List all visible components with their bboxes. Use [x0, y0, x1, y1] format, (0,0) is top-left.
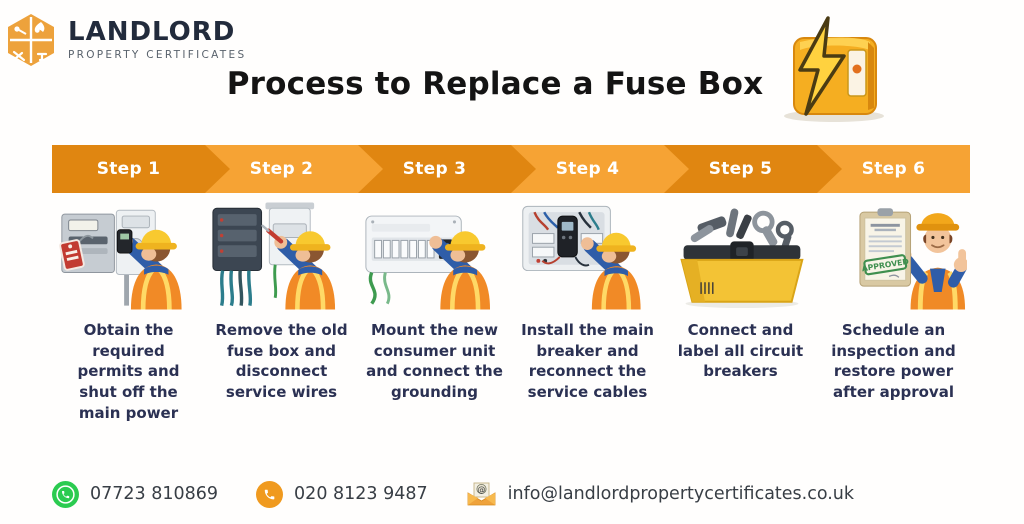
- step-3-column: Mount the new consumer unit and connect …: [358, 198, 511, 423]
- whatsapp-number[interactable]: 07723 810869: [90, 484, 219, 504]
- phone-icon: [256, 480, 284, 508]
- step-4-column: Install the main breaker and reconnect t…: [511, 198, 664, 423]
- contact-bar: 07723 810869 020 8123 9487 @ info@landlo…: [52, 479, 972, 509]
- email-icon: @: [467, 482, 496, 506]
- step-5-description: Connect and label all circuit breakers: [677, 321, 804, 381]
- step-5-label: Step 5: [708, 159, 773, 179]
- at-symbol: @: [477, 485, 485, 494]
- email-contact[interactable]: @ info@landlordpropertycertificates.co.u…: [466, 481, 854, 507]
- logo-text: LANDLORD PROPERTY CERTIFICATES: [68, 19, 246, 61]
- steps-banner: Step 1 Step 2 Step 3 Step 4 Step 5 Step …: [52, 145, 970, 193]
- step-5-illustration: [679, 208, 804, 309]
- steps-row: Obtain the required permits and shut off…: [52, 198, 970, 423]
- email-address[interactable]: info@landlordpropertycertificates.co.uk: [507, 484, 855, 504]
- banner-step-2: Step 2: [205, 145, 383, 193]
- logo-hexagon-icon: [8, 14, 54, 66]
- step-4-illustration: [521, 205, 661, 312]
- step-4-label: Step 4: [555, 159, 620, 179]
- banner-step-1: Step 1: [52, 145, 230, 193]
- step-1-column: Obtain the required permits and shut off…: [52, 198, 205, 423]
- brand-logo: LANDLORD PROPERTY CERTIFICATES: [4, 12, 246, 68]
- lockout-tag: [58, 239, 85, 271]
- step-2-label: Step 2: [249, 159, 314, 179]
- step-1-label: Step 1: [96, 159, 161, 179]
- step-2-illustration: [211, 202, 355, 312]
- banner-step-4: Step 4: [511, 145, 689, 193]
- step-3-description: Mount the new consumer unit and connect …: [366, 321, 503, 402]
- banner-step-5: Step 5: [664, 145, 842, 193]
- step-1-description: Obtain the required permits and shut off…: [77, 321, 180, 422]
- phone-contact[interactable]: 020 8123 9487: [256, 480, 428, 508]
- step-3-label: Step 3: [402, 159, 467, 179]
- step-6-label: Step 6: [861, 159, 926, 179]
- step-1-illustration: [58, 209, 202, 312]
- phone-number[interactable]: 020 8123 9487: [294, 484, 428, 504]
- step-3-illustration: [364, 215, 508, 312]
- logo-tagline: PROPERTY CERTIFICATES: [68, 49, 247, 61]
- step-2-column: Remove the old fuse box and disconnect s…: [205, 198, 358, 423]
- step-6-column: APPROVED Schedule an inspection and rest…: [817, 198, 970, 423]
- whatsapp-contact[interactable]: 07723 810869: [52, 480, 219, 508]
- step-6-description: Schedule an inspection and restore power…: [831, 321, 956, 402]
- logo-name: LANDLORD: [68, 17, 236, 47]
- banner-step-3: Step 3: [358, 145, 536, 193]
- fuse-box-icon: [784, 16, 884, 122]
- whatsapp-icon: [52, 480, 79, 508]
- step-4-description: Install the main breaker and reconnect t…: [521, 321, 654, 402]
- approved-certificate: APPROVED: [858, 208, 911, 287]
- page-title: Process to Replace a Fuse Box: [226, 66, 764, 102]
- step-6-illustration: APPROVED: [858, 208, 967, 310]
- step-5-column: Connect and label all circuit breakers: [664, 198, 817, 423]
- step-2-description: Remove the old fuse box and disconnect s…: [215, 321, 348, 402]
- banner-step-6: Step 6: [817, 145, 970, 193]
